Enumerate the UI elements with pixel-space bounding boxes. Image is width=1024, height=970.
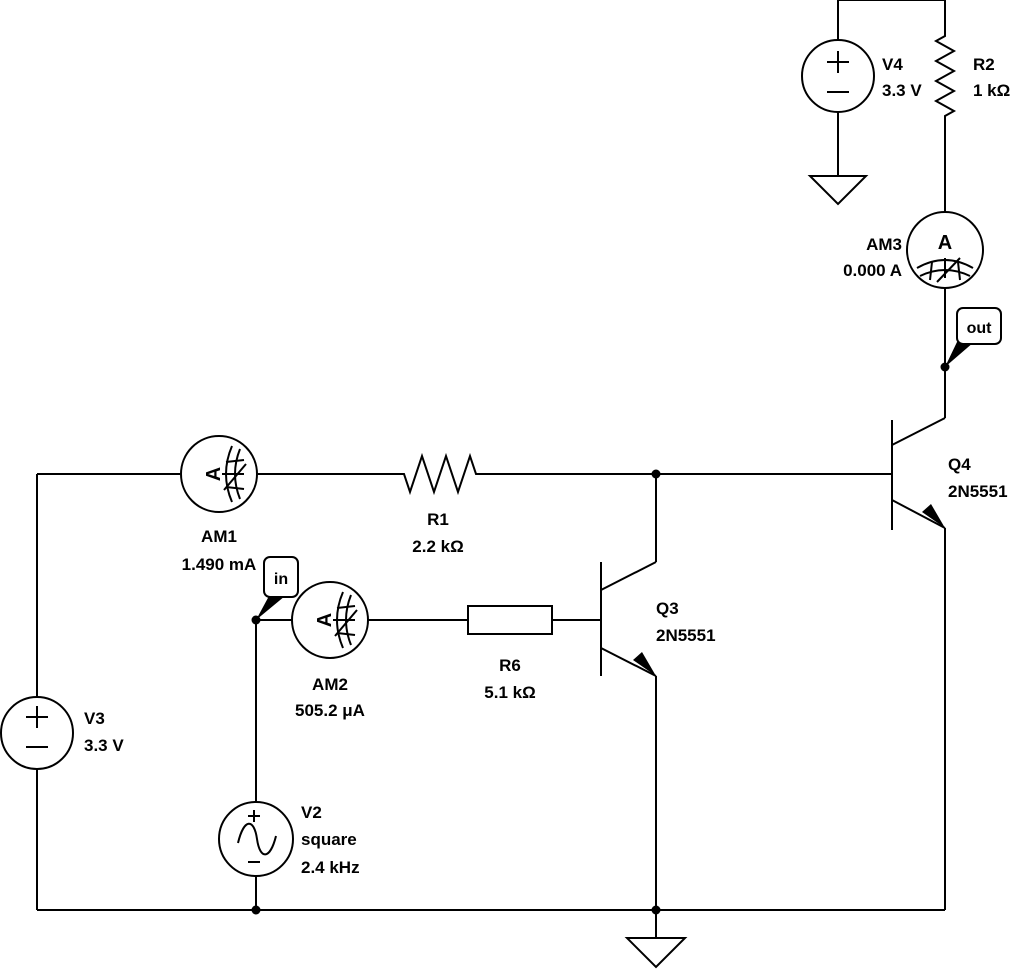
r6-value-label: 5.1 kΩ (484, 683, 535, 702)
r1-ref-label: R1 (427, 510, 449, 529)
v2-value-label: 2.4 kHz (301, 858, 360, 877)
probe-in[interactable]: in (256, 556, 299, 620)
ammeter-am1[interactable]: A (180, 435, 258, 513)
svg-text:out: out (967, 320, 993, 337)
q3-value-label: 2N5551 (656, 626, 716, 645)
ground-symbol-main (624, 937, 688, 969)
resistor-r2[interactable] (933, 30, 957, 118)
q4-value-label: 2N5551 (948, 482, 1008, 501)
v3-value-label: 3.3 V (84, 736, 124, 755)
r6-ref-label: R6 (499, 656, 521, 675)
q4-ref-label: Q4 (948, 455, 971, 474)
v2-ref-label: V2 (301, 803, 322, 822)
svg-text:A: A (314, 613, 336, 627)
npn-transistor-q4[interactable] (891, 420, 945, 530)
svg-text:in: in (274, 571, 288, 588)
ac-source-v2[interactable] (218, 801, 294, 877)
v4-value-label: 3.3 V (882, 81, 922, 100)
v4-ref-label: V4 (882, 55, 903, 74)
r2-value-label: 1 kΩ (973, 81, 1010, 100)
dc-source-v4[interactable] (801, 39, 875, 113)
am3-value-label: 0.000 A (843, 261, 902, 280)
am3-ref-label: AM3 (866, 235, 902, 254)
resistor-r1[interactable] (398, 452, 478, 496)
v3-ref-label: V3 (84, 709, 105, 728)
probe-out[interactable]: out (945, 307, 1002, 367)
ammeter-am3[interactable]: A (906, 211, 984, 289)
resistor-r6[interactable] (467, 605, 553, 635)
wires (36, 0, 946, 938)
r1-value-label: 2.2 kΩ (412, 537, 463, 556)
am2-value-label: 505.2 μA (295, 701, 365, 720)
am2-ref-label: AM2 (312, 675, 348, 694)
ammeter-am2[interactable]: A (291, 581, 369, 659)
r2-ref-label: R2 (973, 55, 995, 74)
am1-value-label: 1.490 mA (182, 555, 257, 574)
q3-ref-label: Q3 (656, 599, 679, 618)
svg-text:A: A (203, 467, 225, 481)
v2-waveform-label: square (301, 830, 357, 849)
npn-transistor-q3[interactable] (600, 562, 656, 676)
svg-text:A: A (938, 232, 952, 254)
ground-symbol-v4 (807, 175, 869, 206)
am1-ref-label: AM1 (201, 527, 237, 546)
dc-source-v3[interactable] (0, 696, 74, 770)
